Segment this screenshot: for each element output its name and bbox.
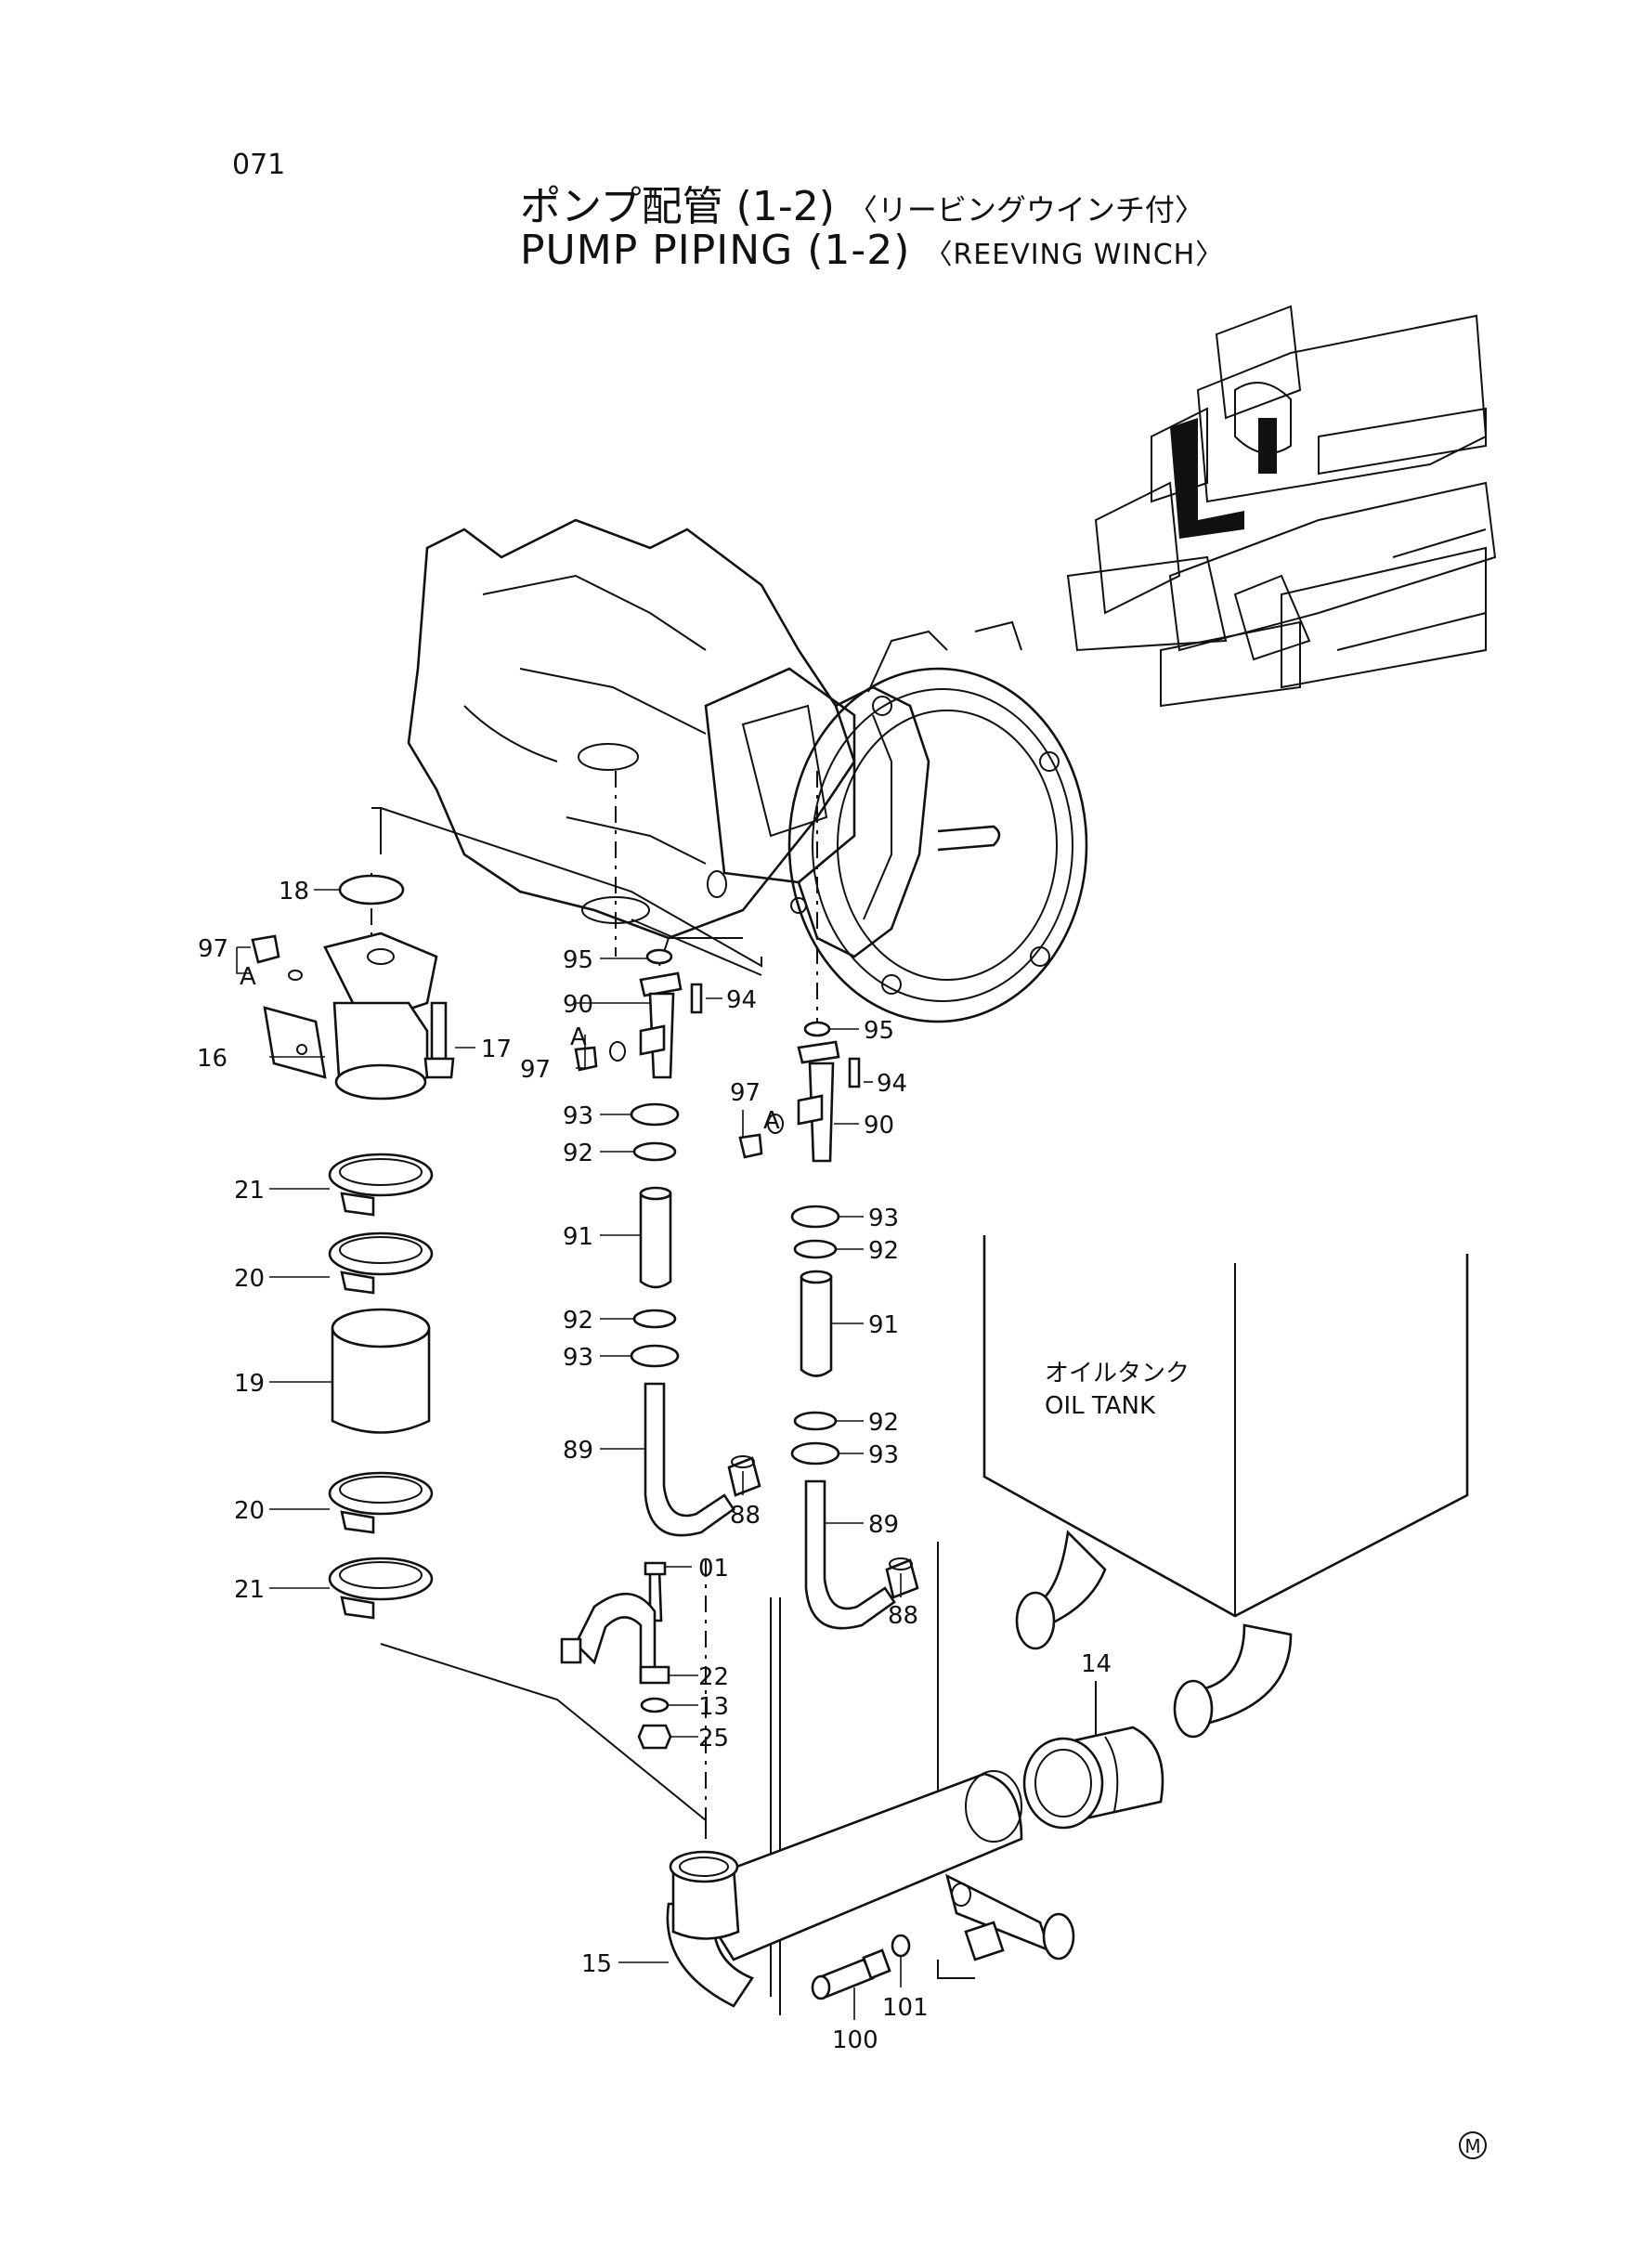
assembly-center-lines <box>371 771 818 1839</box>
mark-letter: M <box>1464 2135 1480 2157</box>
circled-m-mark: M <box>1459 2131 1487 2159</box>
title-japanese-main: ポンプ配管 (1-2) <box>520 183 835 230</box>
oil-tank-label-en: OIL TANK <box>1045 1392 1156 1420</box>
label-95-left: 95 <box>563 946 593 974</box>
label-19: 19 <box>234 1370 265 1398</box>
left-drain-line-assembly <box>574 948 761 1537</box>
label-21-upper: 21 <box>234 1177 265 1205</box>
title-english: PUMP PIPING (1-2) 〈REEVING WINCH〉 <box>520 227 1224 274</box>
label-18: 18 <box>279 878 309 905</box>
label-22: 22 <box>698 1663 729 1691</box>
label-93-left-upper: 93 <box>563 1102 593 1130</box>
label-92-right-lower: 92 <box>868 1409 899 1437</box>
label-91-right: 91 <box>868 1311 899 1339</box>
label-14: 14 <box>1081 1650 1112 1678</box>
left-suction-assembly <box>251 807 762 1839</box>
label-95-right: 95 <box>864 1017 894 1045</box>
marker-a-left: A <box>240 963 256 991</box>
label-21-lower: 21 <box>234 1576 265 1604</box>
label-20-upper: 20 <box>234 1265 265 1293</box>
leader-lines <box>236 889 902 2020</box>
oil-tank <box>982 1235 1469 1739</box>
label-92-left-lower: 92 <box>563 1307 593 1335</box>
page-number: 071 <box>232 149 286 181</box>
hydraulic-pump-body <box>407 518 1088 1023</box>
label-89-left: 89 <box>563 1437 593 1465</box>
label-93-left-lower: 93 <box>563 1344 593 1372</box>
oil-tank-label-ja: オイルタンク <box>1045 1360 1190 1388</box>
label-90-right: 90 <box>864 1112 894 1140</box>
label-94-right: 94 <box>877 1070 907 1098</box>
title-english-sub: 〈REEVING WINCH〉 <box>924 239 1225 271</box>
label-13: 13 <box>698 1693 729 1721</box>
label-15: 15 <box>581 1950 612 1978</box>
label-88-left: 88 <box>730 1502 761 1530</box>
machine-frame-locator <box>1066 305 1497 708</box>
label-91-left: 91 <box>563 1223 593 1251</box>
label-101: 101 <box>882 1994 929 2022</box>
marker-a-mid-left: A <box>570 1023 587 1051</box>
fitting-100-101 <box>811 1934 911 2000</box>
label-97-right: 97 <box>730 1079 761 1107</box>
hose-14 <box>1022 1681 1164 1830</box>
label-97-mid-left: 97 <box>520 1056 551 1084</box>
label-92-left-upper: 92 <box>563 1140 593 1167</box>
label-93-right-upper: 93 <box>868 1205 899 1232</box>
support-bracket-assembly <box>560 1561 672 1750</box>
title-japanese-sub: 〈リービングウインチ付〉 <box>847 192 1204 228</box>
label-16: 16 <box>197 1045 228 1073</box>
label-01: 01 <box>698 1555 729 1583</box>
part-labels: 18 97 A 16 17 21 20 19 20 21 95 90 94 A … <box>197 878 1190 2054</box>
suction-pipe-15 <box>666 1770 1075 2008</box>
marker-a-right: A <box>763 1107 780 1135</box>
label-94-left: 94 <box>726 986 757 1014</box>
label-90-left: 90 <box>563 991 593 1019</box>
label-25: 25 <box>698 1725 729 1752</box>
label-20-lower: 20 <box>234 1497 265 1525</box>
label-100: 100 <box>832 2026 878 2054</box>
label-97-left: 97 <box>198 935 228 963</box>
title-japanese: ポンプ配管 (1-2) 〈リービングウインチ付〉 <box>520 173 1204 232</box>
label-89-right: 89 <box>868 1511 899 1539</box>
label-92-right-upper: 92 <box>868 1237 899 1265</box>
title-english-main: PUMP PIPING (1-2) <box>520 227 911 274</box>
label-17: 17 <box>481 1036 512 1063</box>
label-93-right-lower: 93 <box>868 1441 899 1469</box>
label-88-right: 88 <box>888 1602 918 1630</box>
